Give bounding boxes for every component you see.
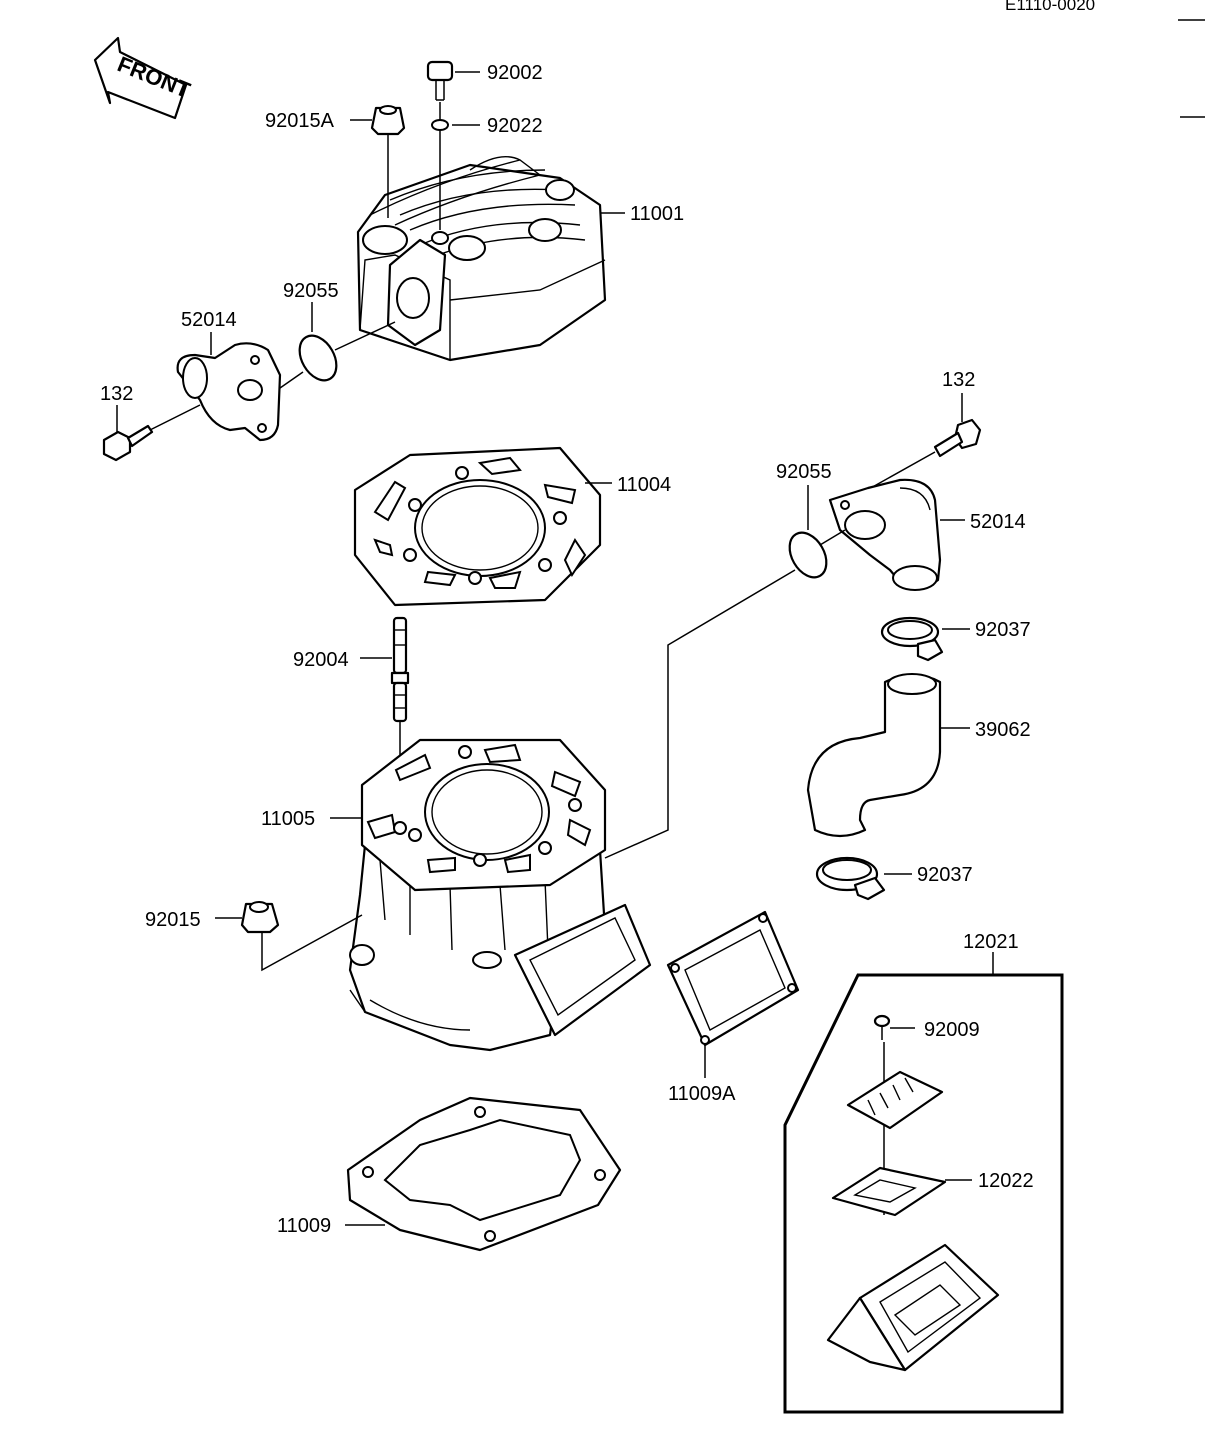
hose-clamp-92037-top-icon — [880, 616, 944, 662]
label-132-right: 132 — [942, 369, 975, 391]
label-92037-bottom: 92037 — [917, 864, 973, 886]
water-elbow-52014-right — [828, 478, 942, 591]
head-gasket-11004 — [353, 446, 602, 607]
o-ring-92055-right-icon — [788, 531, 828, 579]
water-elbow-52014-left — [176, 342, 282, 442]
label-11009: 11009 — [277, 1215, 331, 1237]
label-92055-left: 92055 — [283, 280, 339, 302]
label-92037-top: 92037 — [975, 619, 1031, 641]
figure-code: E1110-0020 — [1005, 0, 1095, 14]
label-11001: 11001 — [630, 203, 684, 225]
nut-92015A-icon — [370, 105, 406, 136]
label-132-left: 132 — [100, 383, 133, 405]
label-12022: 12022 — [978, 1170, 1034, 1192]
front-arrow-icon: FRONT — [93, 36, 194, 120]
label-92004: 92004 — [293, 649, 349, 671]
screw-92009-icon — [873, 1014, 891, 1040]
water-hose-39062 — [806, 673, 942, 838]
washer-92022-icon — [431, 119, 449, 131]
o-ring-92055-left-icon — [298, 334, 338, 382]
label-52014-left: 52014 — [181, 309, 237, 331]
label-92022: 92022 — [487, 115, 543, 137]
label-92002: 92002 — [487, 62, 543, 84]
label-92009: 92009 — [924, 1019, 980, 1041]
stud-bolt-92004-icon — [390, 616, 410, 723]
label-92015A: 92015A — [265, 110, 335, 132]
label-92055-right: 92055 — [776, 461, 832, 483]
reed-gasket-11009A — [666, 910, 800, 1047]
reed-valve-assembly-box — [783, 973, 1064, 1414]
reed-cage-icon — [826, 1243, 1000, 1372]
label-92015: 92015 — [145, 909, 201, 931]
base-gasket-11009 — [346, 1096, 622, 1252]
label-39062: 39062 — [975, 719, 1031, 741]
bolt-132-right-icon — [933, 418, 982, 458]
bolt-132-left-icon — [102, 424, 154, 462]
hose-clamp-92037-bottom-icon — [815, 856, 886, 901]
label-11004: 11004 — [617, 474, 671, 496]
nut-92015-icon — [240, 901, 280, 934]
label-12021: 12021 — [963, 931, 1019, 953]
reed-stopper-icon — [846, 1070, 944, 1130]
reed-12022-icon — [831, 1166, 947, 1217]
cylinder-11005 — [348, 738, 652, 1052]
label-11009A: 11009A — [668, 1083, 736, 1105]
cylinder-head-11001 — [356, 156, 607, 362]
label-52014-right: 52014 — [970, 511, 1026, 533]
label-11005: 11005 — [261, 808, 315, 830]
